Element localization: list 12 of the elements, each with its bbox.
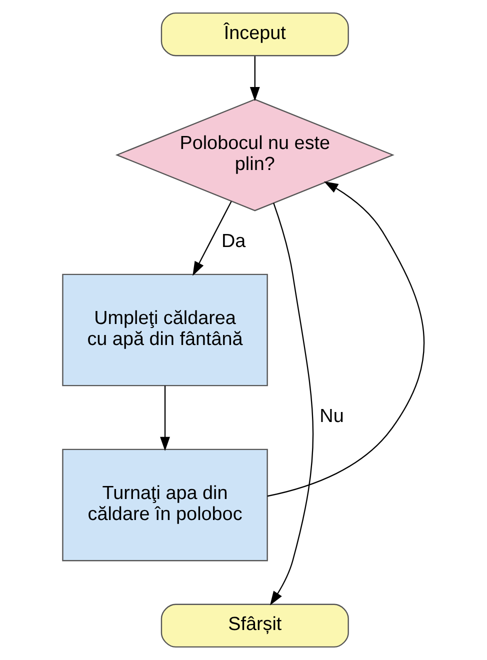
arrow — [270, 202, 314, 606]
arrow — [267, 181, 425, 497]
node-box: Umpleţi căldarea cu apă din fântână — [62, 274, 268, 386]
edge-label: Nu — [320, 406, 344, 428]
node-box: Turnaţi apa din căldare în poloboc — [62, 448, 268, 562]
arrow — [192, 201, 232, 276]
node-box: Început — [160, 12, 349, 56]
edge-label: Da — [222, 230, 246, 252]
node-diamond: Polobocul nu este plin? — [115, 98, 394, 212]
arrow — [160, 386, 170, 452]
arrow — [250, 56, 260, 102]
node-box: Sfârșit — [160, 604, 349, 648]
